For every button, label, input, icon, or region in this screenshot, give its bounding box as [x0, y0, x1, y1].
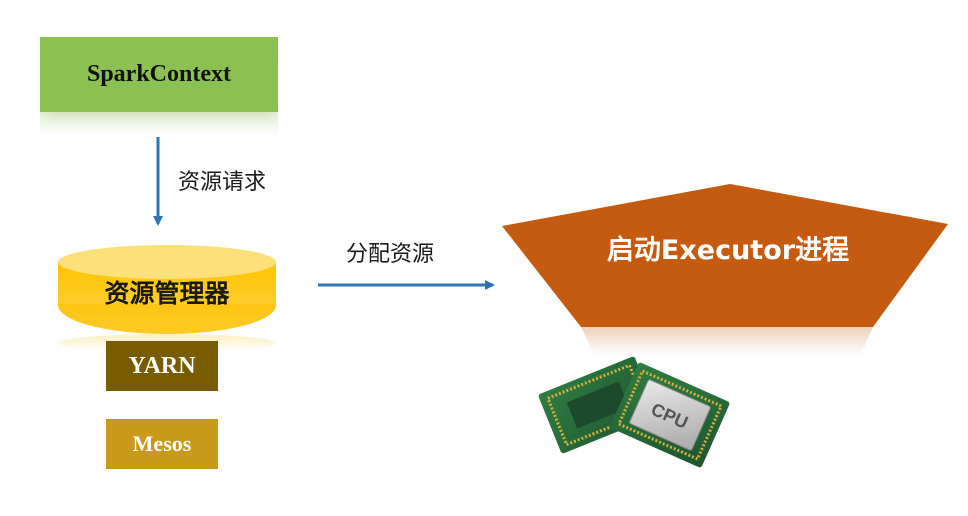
yarn-box: YARN	[106, 341, 218, 391]
spark-context-reflection	[40, 112, 278, 134]
allocate-resources-label: 分配资源	[346, 242, 435, 267]
executor-pentagon	[502, 184, 948, 356]
executor-label: 启动Executor进程	[606, 234, 850, 266]
spark-context-box	[40, 37, 278, 112]
resource-manager-label: 资源管理器	[104, 279, 230, 308]
spark-context-label: SparkContext	[86, 61, 231, 87]
resource-request-label: 资源请求	[178, 170, 267, 195]
resource-manager-cylinder-top	[58, 245, 276, 279]
cpu-chip-icon: CPU	[538, 356, 730, 468]
mesos-box: Mesos	[106, 419, 218, 469]
